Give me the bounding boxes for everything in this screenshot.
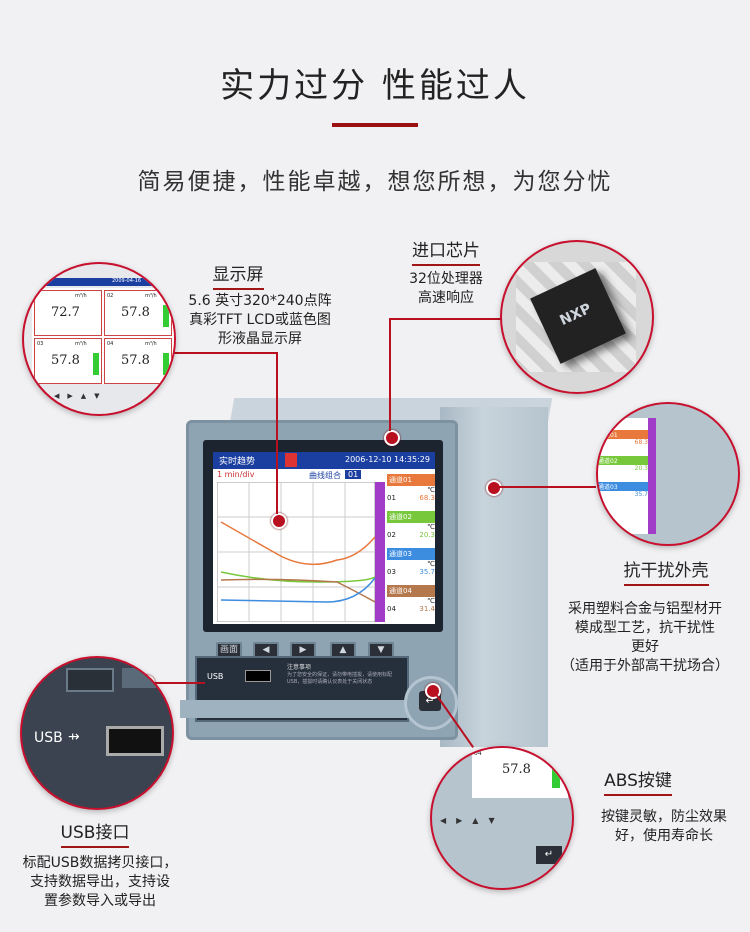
inset-grid: 72.7 m³/h 02 57.8 m³/h 03 57.8 m³/h 04 5…	[32, 288, 174, 384]
level-bar	[552, 758, 560, 788]
usb-desc: 标配USB数据拷贝接口，支持数据导出，支持设置参数导入或导出	[22, 855, 178, 909]
chip-label: 进口芯片	[386, 236, 506, 266]
inset-buttons: ◀▶▲▼	[54, 392, 108, 400]
inset-cell: 02 57.8 m³/h	[104, 290, 172, 336]
trend-plot	[217, 482, 375, 622]
chip-dot	[384, 430, 400, 446]
abs-enter-icon: ↵	[536, 846, 562, 864]
chip-inset: NXP	[500, 240, 654, 394]
display-label: 显示屏	[178, 260, 298, 290]
title-divider	[332, 123, 418, 127]
screen-datetime: 2006-12-10 14:35:29	[345, 455, 430, 464]
screen-header: 实时趋势 2006-12-10 14:35:29	[213, 452, 435, 469]
level-bar	[93, 353, 99, 375]
usb-inset-button	[66, 668, 114, 692]
channel-item: 通道02 ℃ 02 20.3	[387, 511, 435, 539]
group-value: 01	[345, 470, 362, 479]
usb-port[interactable]	[245, 670, 271, 682]
usb-label: USB接口	[20, 818, 170, 848]
time-scale: 1 min/div	[217, 470, 255, 479]
level-bar	[163, 353, 169, 375]
chip-line-h	[389, 318, 503, 320]
inset-cell: 03 57.8 m³/h	[34, 338, 102, 384]
page-title: 实力过分 性能过人	[220, 66, 530, 106]
usb-panel-label: USB	[207, 672, 224, 681]
panel-title: 注意事项	[287, 664, 312, 671]
page-subtitle: 简易便捷，性能卓越，想您所想，为您分忧	[137, 169, 613, 195]
abs-buttons[interactable]: ◀▶▲▼	[440, 816, 505, 825]
device-screen: 实时趋势 2006-12-10 14:35:29 1 min/div 曲线组合 …	[213, 452, 435, 624]
chip-line	[389, 318, 391, 431]
shell-desc: 采用塑料合金与铝型材开模成型工艺，抗干扰性更好（适用于外部高干扰场合）	[561, 601, 729, 674]
channel-item: 通道01 ℃ 01 68.3	[387, 474, 435, 502]
display-line	[276, 352, 278, 514]
display-inset: 2009-04-16 72.7 m³/h 02 57.8 m³/h 03 57.…	[22, 262, 176, 416]
shell-channel-list: 通道01 68.3 通道02 20.3 通道03 35.7	[598, 418, 648, 534]
abs-inset-screen: 04 57.8	[472, 748, 568, 798]
usb-port-label: USB	[34, 730, 63, 746]
shell-label: 抗干扰外壳	[596, 556, 736, 586]
abs-inset: 04 57.8 ◀▶▲▼ ↵	[430, 746, 574, 890]
shell-dot	[486, 480, 502, 496]
panel-note: 为了您安全的保证，请勿带电插拔，请使用标配USB，插拔时请确认仪表处于关闭状态	[287, 672, 393, 685]
inset-header: 2009-04-16	[32, 278, 174, 286]
scale-bar	[375, 482, 385, 622]
display-line-h	[166, 352, 278, 354]
alarm-icon	[285, 453, 297, 467]
abs-label: ABS按键	[578, 766, 698, 796]
abs-desc: 按键灵敏，防尘效果好，使用寿命长	[601, 809, 727, 844]
chip-desc: 32位处理器高速响应	[409, 271, 483, 306]
inset-cell: 72.7 m³/h	[34, 290, 102, 336]
level-bar	[163, 305, 169, 327]
case-side	[440, 407, 548, 747]
shell-line	[496, 486, 596, 488]
channel-list: 通道01 ℃ 01 68.3 通道02 ℃ 02 20.3 通道03 ℃ 03 …	[387, 474, 435, 622]
group-label: 曲线组合	[309, 471, 341, 480]
usb-port-icon	[106, 726, 164, 756]
display-desc: 5.6 英寸320*240点阵真彩TFT LCD或蓝色图形液晶显示屏	[188, 293, 332, 347]
channel-item: 通道03 ℃ 03 35.7	[387, 548, 435, 576]
shell-scale-bar	[648, 418, 656, 534]
screen-title: 实时趋势	[219, 457, 256, 467]
front-flap	[180, 700, 412, 718]
channel-item: 通道04 ℃ 04 31.4	[387, 585, 435, 613]
inset-cell: 04 57.8 m³/h	[104, 338, 172, 384]
display-dot	[271, 513, 287, 529]
usb-symbol-icon: ⇸	[68, 729, 80, 745]
usb-inset-button-2	[122, 668, 162, 688]
usb-line	[150, 682, 205, 684]
usb-inset: USB ⇸	[20, 656, 174, 810]
shell-inset: 通道01 68.3 通道02 20.3 通道03 35.7	[596, 402, 740, 546]
